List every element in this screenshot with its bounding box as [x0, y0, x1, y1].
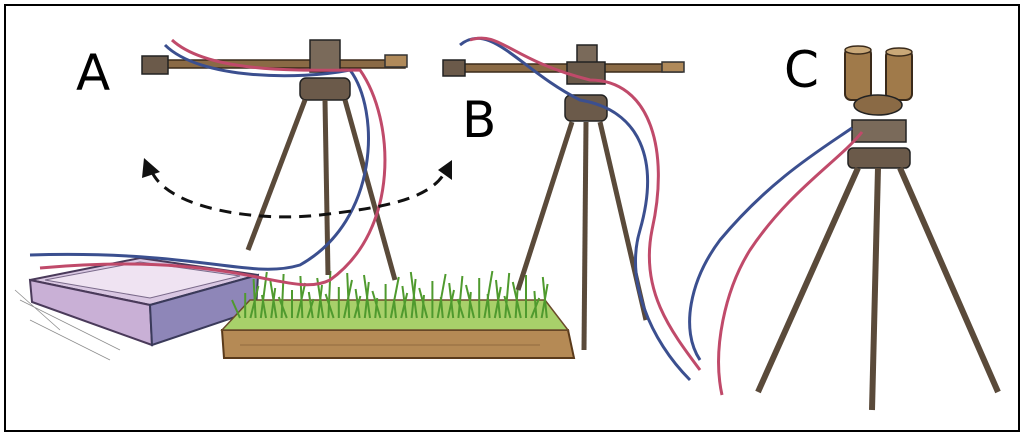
grass-blade — [307, 291, 314, 319]
grass-blade — [371, 290, 382, 319]
grass-blade — [393, 299, 397, 319]
grass-blade — [280, 273, 285, 319]
grass-blade — [436, 273, 447, 319]
panel-label-b: B — [462, 91, 497, 149]
grass-blade — [252, 278, 257, 319]
grass-blade — [389, 276, 400, 319]
grass-blade — [409, 271, 418, 319]
grass-tray-icon — [220, 270, 576, 359]
grass-blade — [261, 294, 267, 319]
twin-nozzle-sprayer-icon — [688, 45, 1001, 411]
grass-blade — [418, 287, 429, 319]
grass-blade — [533, 290, 538, 319]
grass-blade — [465, 284, 475, 319]
grass-blade — [467, 291, 472, 319]
grass-blade — [421, 294, 425, 319]
grass-blade — [541, 276, 548, 319]
grass-blade — [457, 275, 464, 319]
grass-blade — [439, 296, 444, 319]
empty-tray-icon — [14, 256, 260, 361]
grass-blade — [346, 272, 351, 319]
grass-blade — [231, 299, 241, 319]
grass-blade — [363, 274, 371, 319]
panel-label-a: A — [76, 44, 111, 102]
grass-blade — [354, 288, 361, 319]
panel-label-c: C — [784, 41, 819, 99]
grass-blade — [495, 279, 501, 319]
grass-blade — [456, 298, 465, 319]
grass-blade — [511, 281, 522, 319]
grass-blade — [504, 272, 511, 319]
grass-blade — [259, 271, 268, 319]
grass-blade — [401, 285, 408, 319]
figure-frame — [4, 4, 1020, 432]
tripod-sprayer-icon — [442, 36, 702, 382]
grass-blade — [374, 297, 379, 319]
tripod-sprayer-icon — [29, 38, 408, 287]
grass-blade — [486, 293, 491, 319]
grass-blade — [448, 282, 455, 319]
grass-blade — [503, 295, 512, 319]
grass-blade — [324, 293, 335, 319]
swing-arrow-icon — [142, 158, 452, 219]
grass-blade — [269, 280, 278, 319]
grass-blade — [316, 277, 325, 319]
grass-blade — [299, 275, 304, 319]
grass-blade — [277, 296, 288, 319]
